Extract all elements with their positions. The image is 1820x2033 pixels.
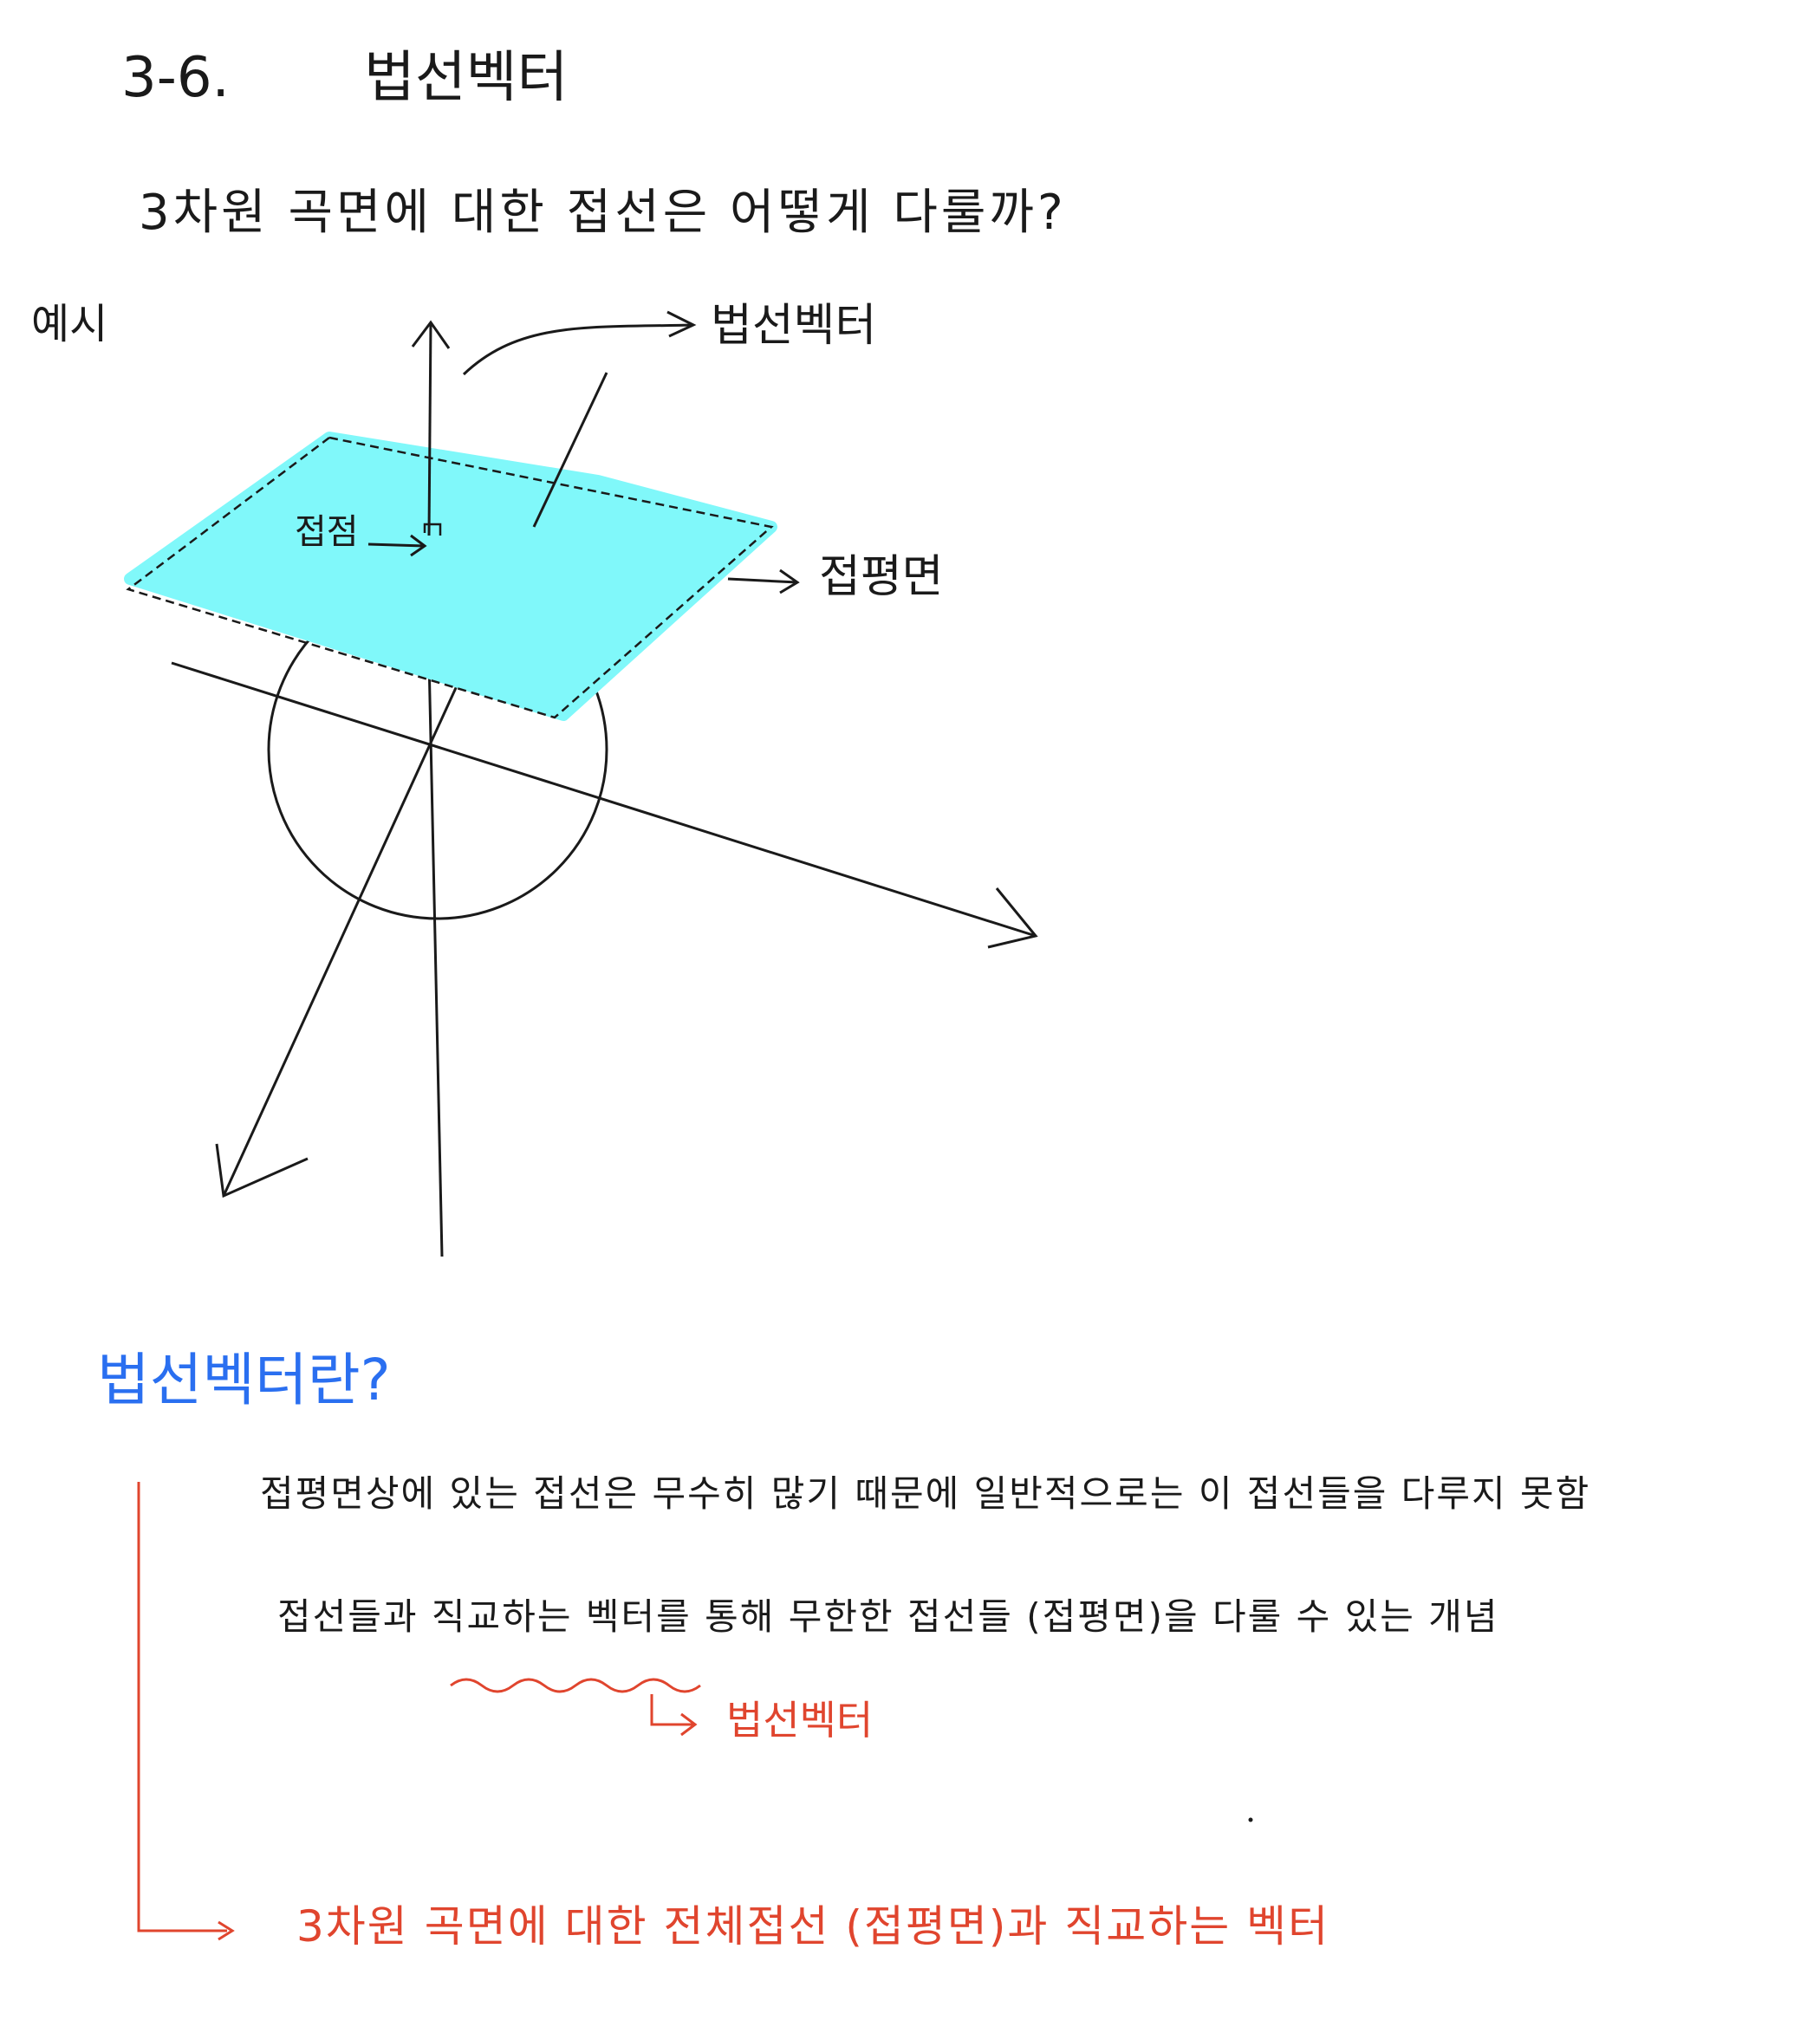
summary-bracket: [137, 1482, 227, 1932]
right-angle-marker: [423, 523, 442, 536]
normal-vector-arrowhead: [411, 320, 451, 349]
summary-arrowhead: [218, 1920, 235, 1941]
definition-line-2: 접선들과 직교하는 벡터를 통해 무한한 접선들 (접평면)을 다룰 수 있는 …: [277, 1595, 1499, 1638]
normal-vector-label: 법선벡터: [711, 300, 877, 352]
x-axis-line: [171, 661, 1037, 938]
z-axis-line: [427, 658, 444, 1257]
annotation-text: 법선벡터: [726, 1697, 874, 1744]
stray-dot: [1248, 1817, 1253, 1822]
normal-label-pointer: [462, 323, 694, 376]
tangent-plane-edge: [126, 436, 774, 719]
tangent-point-arrowhead: [410, 534, 427, 557]
wavy-underline: [450, 1678, 701, 1693]
summary-text: 3차원 곡면에 대한 전체접선 (접평면)과 직교하는 벡터: [296, 1901, 1330, 1952]
tangent-point-pointer: [367, 542, 426, 548]
y-axis-arrowhead: [215, 1143, 309, 1198]
definition-line-1: 접평면상에 있는 접선은 무수히 많기 때문에 일반적으로는 이 접선들을 다루…: [260, 1472, 1591, 1515]
tangent-plane-arrowhead: [779, 568, 800, 594]
tangent-plane-pointer: [727, 577, 798, 584]
example-label: 예시: [31, 300, 108, 348]
annotation-arrow: [650, 1694, 695, 1726]
tangent-point-label: 접점: [295, 512, 359, 552]
x-axis-arrowhead: [987, 887, 1038, 949]
normal-label-arrowhead: [666, 310, 697, 338]
tangent-plane-label: 접평면: [819, 551, 944, 603]
tangent-plane: [124, 432, 777, 721]
normal-vector-line: [427, 322, 432, 536]
definition-heading: 법선벡터란?: [97, 1347, 391, 1413]
question-text: 3차원 곡면에 대한 접선은 어떻게 다룰까?: [139, 185, 1067, 241]
annotation-arrowhead: [680, 1712, 698, 1737]
y-axis-line: [222, 679, 461, 1197]
section-number: 3-6.: [121, 46, 230, 110]
plane-stroke: [532, 372, 608, 528]
section-title: 법선벡터: [364, 46, 569, 110]
